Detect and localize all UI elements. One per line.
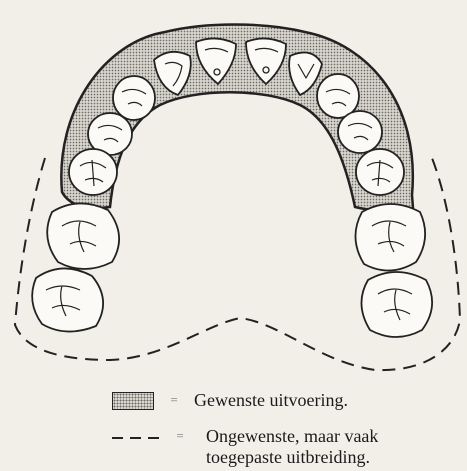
legend-equals-sign: = — [154, 428, 206, 444]
legend-item-desired: = Gewenste uitvoering. — [112, 390, 414, 411]
legend-label-desired: Gewenste uitvoering. — [194, 390, 414, 411]
tooth-right-molar-2 — [355, 204, 425, 271]
tooth-left-molar-1 — [69, 149, 117, 195]
tooth-right-premolar-2 — [338, 111, 382, 153]
tooth-left-molar-3 — [32, 268, 103, 331]
tooth-left-molar-2 — [47, 203, 119, 269]
stippled-swatch — [112, 392, 154, 410]
legend-label-undesired: Ongewenste, maar vaak toegepaste uitbrei… — [206, 426, 426, 468]
legend-item-undesired: = Ongewenste, maar vaak toegepaste uitbr… — [112, 426, 426, 468]
legend-equals-sign: = — [154, 392, 194, 408]
tooth-right-molar-3 — [361, 272, 432, 337]
tooth-right-molar-1 — [356, 149, 404, 195]
tooth-left-premolar-1 — [113, 76, 155, 120]
